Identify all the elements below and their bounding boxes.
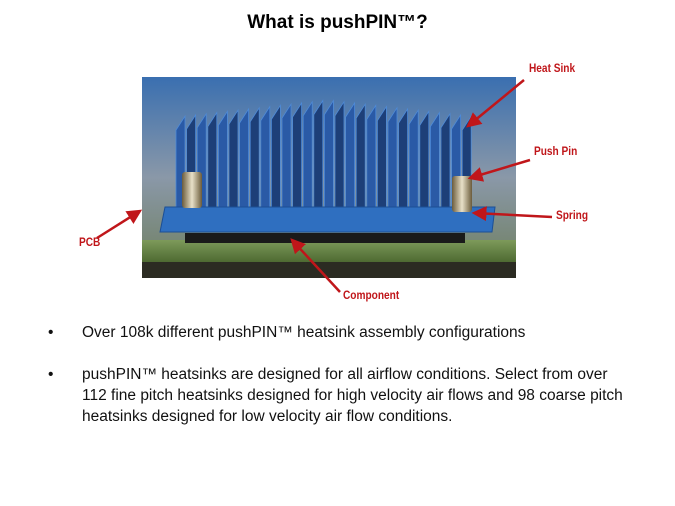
bullet-text: pushPIN™ heatsinks are designed for all … [82, 366, 623, 425]
spring-right [452, 176, 472, 212]
heatsink-fin [387, 106, 398, 208]
slide-title: What is pushPIN™? [247, 12, 428, 33]
heatsink-fin [366, 104, 377, 208]
spring-left [182, 172, 202, 208]
heatsink-fin [398, 107, 409, 208]
heatsink-fin [281, 102, 292, 208]
bullet-item: • pushPIN™ heatsinks are designed for all… [48, 364, 628, 427]
label-component: Component [343, 290, 400, 302]
heatsink-fin [270, 104, 281, 208]
heatsink-fin [355, 102, 366, 208]
label-heat-sink: Heat Sink [529, 63, 576, 75]
heatsink-fin [260, 105, 271, 208]
bullet-list: • Over 108k different pushPIN™ heatsink a… [48, 322, 628, 448]
heatsink-fin [408, 108, 419, 208]
bullet-marker: • [48, 366, 54, 383]
heatsink-fin [345, 101, 356, 208]
label-spring: Spring [556, 210, 589, 222]
arrow-component [290, 238, 341, 293]
label-pcb: PCB [79, 237, 101, 249]
heatsink-fin [217, 110, 228, 208]
heatsink-photo [96, 77, 553, 293]
heatsink-fin [313, 99, 324, 208]
heatsink-fin [323, 99, 334, 208]
arrow-pcb [96, 209, 143, 240]
arrow-heat-sink [466, 79, 525, 128]
heatsink-fin [440, 112, 451, 208]
heatsink-fin [239, 107, 250, 208]
heatsink-base [159, 206, 496, 233]
heatsink-fin [292, 101, 303, 208]
pcb-board [142, 240, 516, 262]
arrow-spring [471, 206, 553, 222]
label-push-pin: Push Pin [534, 146, 578, 158]
heatsink-fin [228, 108, 239, 208]
heatsink-fin [429, 111, 440, 208]
component [185, 233, 465, 243]
heatsink-fin [334, 100, 345, 208]
callout-arrows [96, 79, 553, 293]
bullet-item: • Over 108k different pushPIN™ heatsink a… [48, 322, 628, 343]
bullet-text: Over 108k different pushPIN™ heatsink as… [82, 324, 526, 341]
heatsink-fin [419, 110, 430, 208]
heatsink-fin [376, 105, 387, 208]
bullet-marker: • [48, 324, 54, 341]
arrow-push-pin [467, 158, 531, 182]
heatsink-fin [207, 111, 218, 208]
heatsink-fin [302, 100, 313, 208]
heatsink-fin [249, 106, 260, 208]
